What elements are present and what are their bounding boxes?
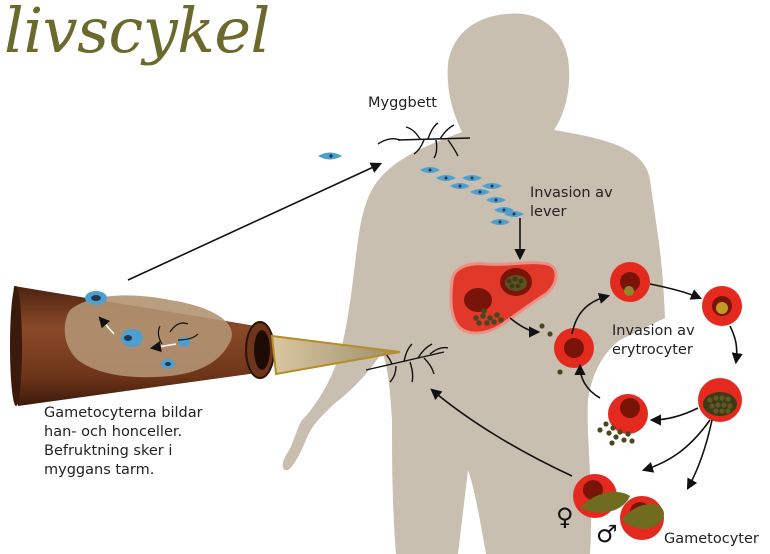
gametocyte-male: [620, 496, 664, 540]
female-symbol: ♀: [556, 503, 574, 531]
erythrocyte-schizont: [698, 378, 742, 422]
erythrocyte-merozoite-entry: [554, 328, 594, 368]
liver-invasion-label: Invasion av lever: [530, 184, 613, 222]
male-symbol: ♂: [596, 520, 618, 548]
mosquito-bite-label: Myggbett: [368, 94, 437, 113]
erythrocyte-rupturing: [597, 394, 648, 446]
mosquito-gut-tube: [10, 286, 274, 406]
erythrocyte-invasion-label: Invasion av erytrocyter: [612, 322, 695, 360]
gametocytes-label: Gametocyter: [664, 530, 759, 549]
erythrocyte-trophozoite: [702, 286, 742, 326]
erythrocyte-ring-1: [610, 262, 650, 302]
gut-note-label: Gametocyterna bildar han- och honceller.…: [44, 404, 203, 480]
page-title: livscykel: [4, 0, 270, 67]
